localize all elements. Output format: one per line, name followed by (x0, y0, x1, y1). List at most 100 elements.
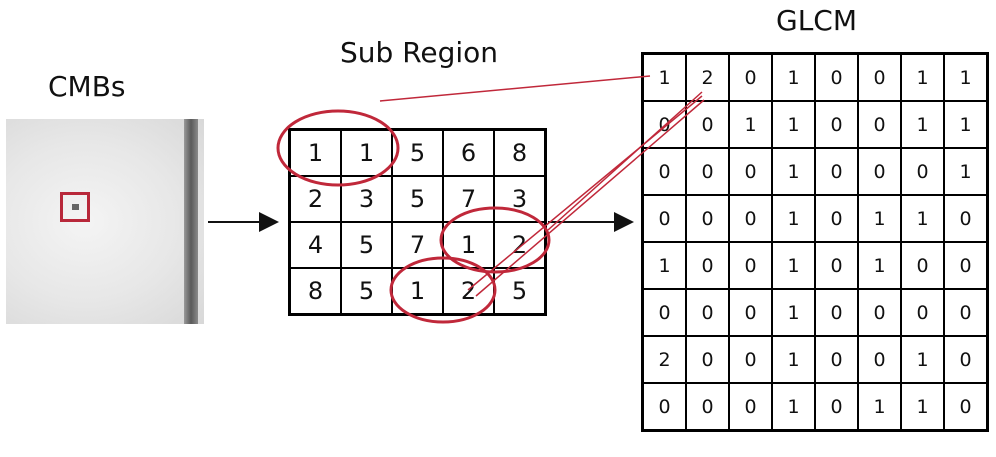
glcm-cell: 0 (814, 335, 859, 384)
glcm-cell: 1 (857, 241, 902, 290)
cmbs-brain-image (6, 119, 204, 324)
glcm-cell: 0 (943, 194, 989, 243)
sub-region-cell: 1 (391, 267, 444, 316)
glcm-cell: 0 (641, 147, 687, 196)
glcm-cell: 0 (900, 288, 945, 337)
glcm-cell: 0 (641, 288, 687, 337)
glcm-row: 1 0 0 1 0 1 0 0 (641, 241, 989, 290)
glcm-cell: 0 (728, 335, 773, 384)
glcm-cell: 1 (943, 147, 989, 196)
glcm-cell: 1 (771, 194, 816, 243)
sub-region-cell: 5 (391, 175, 444, 223)
glcm-cell: 1 (857, 382, 902, 432)
connector-line-right (547, 91, 703, 231)
highlight-ellipse-right-pair (439, 206, 551, 274)
glcm-row: 2 0 0 1 0 0 1 0 (641, 335, 989, 384)
glcm-cell: 0 (857, 100, 902, 149)
microbleed-dot (72, 204, 79, 210)
glcm-cell: 0 (857, 288, 902, 337)
glcm-row: 0 0 0 1 0 1 1 0 (641, 194, 989, 243)
image-edge-band (184, 119, 198, 324)
glcm-cell: 0 (814, 52, 859, 102)
glcm-cell: 1 (771, 147, 816, 196)
sub-region-cell: 3 (493, 175, 547, 223)
sub-region-cell: 1 (288, 128, 342, 177)
glcm-cell: 1 (641, 52, 687, 102)
glcm-cell: 0 (685, 335, 730, 384)
sub-region-cell: 5 (340, 221, 393, 269)
glcm-cell: 1 (900, 335, 945, 384)
sub-region-grid: 1 1 5 6 8 2 3 5 7 3 4 5 7 1 2 8 5 1 2 5 (288, 128, 547, 316)
glcm-cell: 0 (728, 52, 773, 102)
glcm-cell: 1 (857, 194, 902, 243)
glcm-cell: 0 (685, 147, 730, 196)
glcm-cell: 1 (943, 100, 989, 149)
glcm-label: GLCM (776, 4, 858, 37)
sub-region-row: 8 5 1 2 5 (288, 267, 547, 316)
glcm-cell: 0 (814, 382, 859, 432)
glcm-cell: 0 (685, 382, 730, 432)
glcm-cell: 0 (641, 382, 687, 432)
glcm-cell: 1 (900, 382, 945, 432)
glcm-cell: 0 (685, 100, 730, 149)
sub-region-cell: 5 (340, 267, 393, 316)
glcm-cell: 1 (771, 335, 816, 384)
glcm-row: 0 0 0 1 0 1 1 0 (641, 382, 989, 432)
glcm-cell: 1 (900, 100, 945, 149)
sub-region-cell: 6 (442, 128, 495, 177)
glcm-cell: 1 (728, 100, 773, 149)
glcm-cell: 0 (685, 288, 730, 337)
cmbs-label: CMBs (48, 70, 126, 103)
sub-region-cell: 8 (288, 267, 342, 316)
connector-line-bottom-2 (475, 99, 705, 297)
glcm-cell: 0 (814, 100, 859, 149)
glcm-cell: 2 (641, 335, 687, 384)
glcm-cell: 0 (685, 194, 730, 243)
glcm-cell: 0 (943, 241, 989, 290)
glcm-cell: 0 (943, 288, 989, 337)
glcm-cell: 0 (728, 288, 773, 337)
sub-region-cell: 5 (391, 128, 444, 177)
glcm-row: 0 0 0 1 0 0 0 1 (641, 147, 989, 196)
glcm-cell: 0 (814, 194, 859, 243)
glcm-cell: 0 (685, 241, 730, 290)
sub-region-row: 1 1 5 6 8 (288, 128, 547, 177)
glcm-cell: 0 (728, 194, 773, 243)
glcm-cell: 1 (943, 52, 989, 102)
glcm-cell: 1 (771, 52, 816, 102)
glcm-cell: 1 (771, 241, 816, 290)
sub-region-cell: 8 (493, 128, 547, 177)
sub-region-row: 2 3 5 7 3 (288, 175, 547, 223)
glcm-cell: 0 (857, 335, 902, 384)
sub-region-cell: 7 (442, 175, 495, 223)
sub-region-label: Sub Region (340, 36, 499, 69)
glcm-cell: 1 (771, 100, 816, 149)
glcm-cell: 0 (900, 147, 945, 196)
connector-line-top (379, 75, 651, 102)
glcm-cell: 0 (857, 147, 902, 196)
highlight-ellipse-top-left-pair (276, 109, 400, 187)
glcm-cell: 1 (771, 288, 816, 337)
glcm-cell: 1 (771, 382, 816, 432)
highlight-ellipse-bottom-pair (389, 256, 497, 324)
cmb-roi-box (60, 192, 90, 222)
glcm-cell: 0 (728, 241, 773, 290)
glcm-row: 0 0 0 1 0 0 0 0 (641, 288, 989, 337)
glcm-cell: 1 (641, 241, 687, 290)
glcm-row: 1 2 0 1 0 0 1 1 (641, 52, 989, 102)
sub-region-cell: 1 (340, 128, 393, 177)
glcm-cell: 0 (641, 194, 687, 243)
sub-region-cell: 4 (288, 221, 342, 269)
glcm-cell: 0 (943, 335, 989, 384)
glcm-cell: 2 (685, 52, 730, 102)
glcm-cell: 1 (900, 52, 945, 102)
glcm-grid: 1 2 0 1 0 0 1 1 0 0 1 1 0 0 1 1 0 0 0 1 … (641, 52, 989, 432)
connector-line-bottom-1 (467, 95, 703, 291)
glcm-cell: 0 (814, 241, 859, 290)
glcm-cell: 0 (728, 147, 773, 196)
glcm-cell: 0 (814, 288, 859, 337)
glcm-row: 0 0 1 1 0 0 1 1 (641, 100, 989, 149)
glcm-cell: 0 (900, 241, 945, 290)
glcm-cell: 0 (814, 147, 859, 196)
